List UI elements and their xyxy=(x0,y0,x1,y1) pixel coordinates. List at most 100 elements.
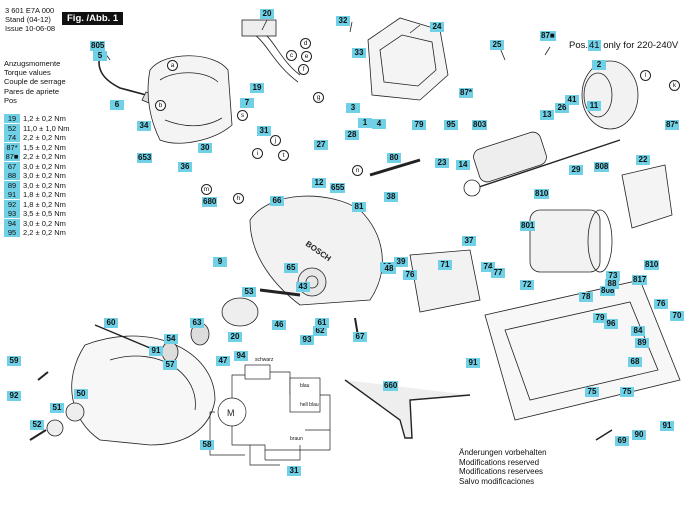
base-plate xyxy=(484,279,681,421)
callout-letter: s xyxy=(237,110,248,121)
part-number-label: 12 xyxy=(312,178,326,188)
part-number-label: 71 xyxy=(438,260,452,270)
part-number-label: 47 xyxy=(216,356,230,366)
upper-blade-guard xyxy=(249,195,383,306)
torque-code: 19 xyxy=(4,114,20,123)
part-number-label: 80 xyxy=(387,153,401,163)
svg-text:M: M xyxy=(227,408,235,418)
torque-code: 52 xyxy=(4,123,20,133)
issue-value: 10-06-08 xyxy=(25,24,56,33)
part-number-label: 52 xyxy=(30,420,44,430)
part-number-label: 9 xyxy=(213,257,227,267)
note-fr: Modifications reservees xyxy=(459,467,544,477)
callout-letter: g xyxy=(313,92,324,103)
part-number-label: 3 xyxy=(346,103,360,113)
part-number-label: 817 xyxy=(632,275,648,285)
torque-row: 87■2,2 ± 0,2 Nm xyxy=(4,152,66,161)
lower-blade-guard xyxy=(71,335,216,446)
part-number-label: 60 xyxy=(104,318,118,328)
switch-block xyxy=(241,19,277,37)
bearing-flange xyxy=(221,297,259,327)
part-number-label: 59 xyxy=(7,356,21,366)
part-number-label: 33 xyxy=(352,48,366,58)
part-number-label: 66 xyxy=(270,196,284,206)
callout-letter: a xyxy=(167,60,178,71)
schematic-label-braun: braun xyxy=(290,436,303,442)
part-number-label: 6 xyxy=(110,100,124,110)
depth-bracket xyxy=(409,249,481,313)
torque-value: 2,2 ± 0,2 Nm xyxy=(23,133,66,142)
torque-code: 87* xyxy=(4,142,20,152)
part-number-label: 25 xyxy=(490,40,504,50)
torque-value: 3,0 ± 0,2 Nm xyxy=(23,161,66,171)
part-number-label: 73 xyxy=(606,271,620,281)
parallel-guide xyxy=(344,379,471,439)
part-number-label: 801 xyxy=(520,221,536,231)
part-number-label: 1 xyxy=(358,118,372,128)
torque-row: 87*1,5 ± 0,2 Nm xyxy=(4,142,66,152)
part-number-label: 20 xyxy=(260,9,274,19)
callout-letter: f xyxy=(298,64,309,75)
part-number-label: 94 xyxy=(234,351,248,361)
part-number-label: 24 xyxy=(430,22,444,32)
torque-value: 2,2 ± 0,2 Nm xyxy=(23,228,66,237)
part-number-label: 805 xyxy=(90,41,106,51)
note-de: Änderungen vorbehalten xyxy=(459,448,547,457)
part-number-label: 57 xyxy=(163,360,177,370)
part-number-label: 68 xyxy=(628,357,642,367)
part-number-label: 87* xyxy=(459,88,474,98)
torque-code: 88 xyxy=(4,171,20,180)
callout-letter: n xyxy=(352,165,363,176)
issue-label: Issue xyxy=(5,24,23,33)
stator xyxy=(581,60,639,130)
note-en: Modifications reserved xyxy=(459,457,540,467)
part-number-label: 23 xyxy=(435,158,449,168)
part-number-label: 2 xyxy=(592,60,606,70)
part-number-label: 93 xyxy=(300,335,314,345)
part-number-label: 81 xyxy=(352,202,366,212)
callout-letter: k xyxy=(669,80,680,91)
callout-letter: l xyxy=(640,70,651,81)
part-number-label: 680 xyxy=(202,197,218,207)
torque-value: 11,0 ± 1,0 Nm xyxy=(23,123,70,133)
schematic-label-hellblau: hell blau xyxy=(300,402,319,408)
torque-title-de: Anzugsmomente xyxy=(4,59,61,68)
part-number-label: 76 xyxy=(654,299,668,309)
note-es: Salvo modificaciones xyxy=(459,476,535,486)
part-number-label: 43 xyxy=(296,282,310,292)
torque-value: 3,0 ± 0,2 Nm xyxy=(23,171,66,180)
callout-letter: c xyxy=(286,50,297,61)
part-number-label: 54 xyxy=(164,334,178,344)
torque-value: 3,5 ± 0,5 Nm xyxy=(23,209,66,218)
torque-code: 95 xyxy=(4,228,20,237)
pos41-prefix: Pos. xyxy=(569,40,589,51)
pos41-number: 41 xyxy=(588,40,601,51)
part-number-label: 39 xyxy=(394,257,408,267)
part-number-label: 72 xyxy=(520,280,534,290)
part-number-label: 91 xyxy=(149,346,163,356)
part-number-label: 61 xyxy=(315,318,329,328)
rod-80 xyxy=(369,158,421,177)
part-number-label: 31 xyxy=(257,126,271,136)
part-number-label: 90 xyxy=(632,430,646,440)
part-number-label: 75 xyxy=(585,387,599,397)
pos41-suffix: only for 220-240V xyxy=(603,40,679,51)
part-number-label: 58 xyxy=(200,440,214,450)
part-number-label: 53 xyxy=(242,287,256,297)
part-number-label: 14 xyxy=(456,160,470,170)
part-number-label: 95 xyxy=(444,120,458,130)
part-number-label: 62 xyxy=(313,326,327,336)
doc-number: 3 601 E7A 000 xyxy=(5,6,55,15)
part-number-label: 38 xyxy=(384,192,398,202)
part-number-label: 13 xyxy=(540,110,554,120)
doc-header: 3 601 E7A 000 Stand (04-12) Issue 10-06-… xyxy=(5,6,55,33)
torque-code: 91 xyxy=(4,190,20,199)
callout-letter: d xyxy=(300,38,311,49)
part-number-label: 92 xyxy=(7,391,21,401)
